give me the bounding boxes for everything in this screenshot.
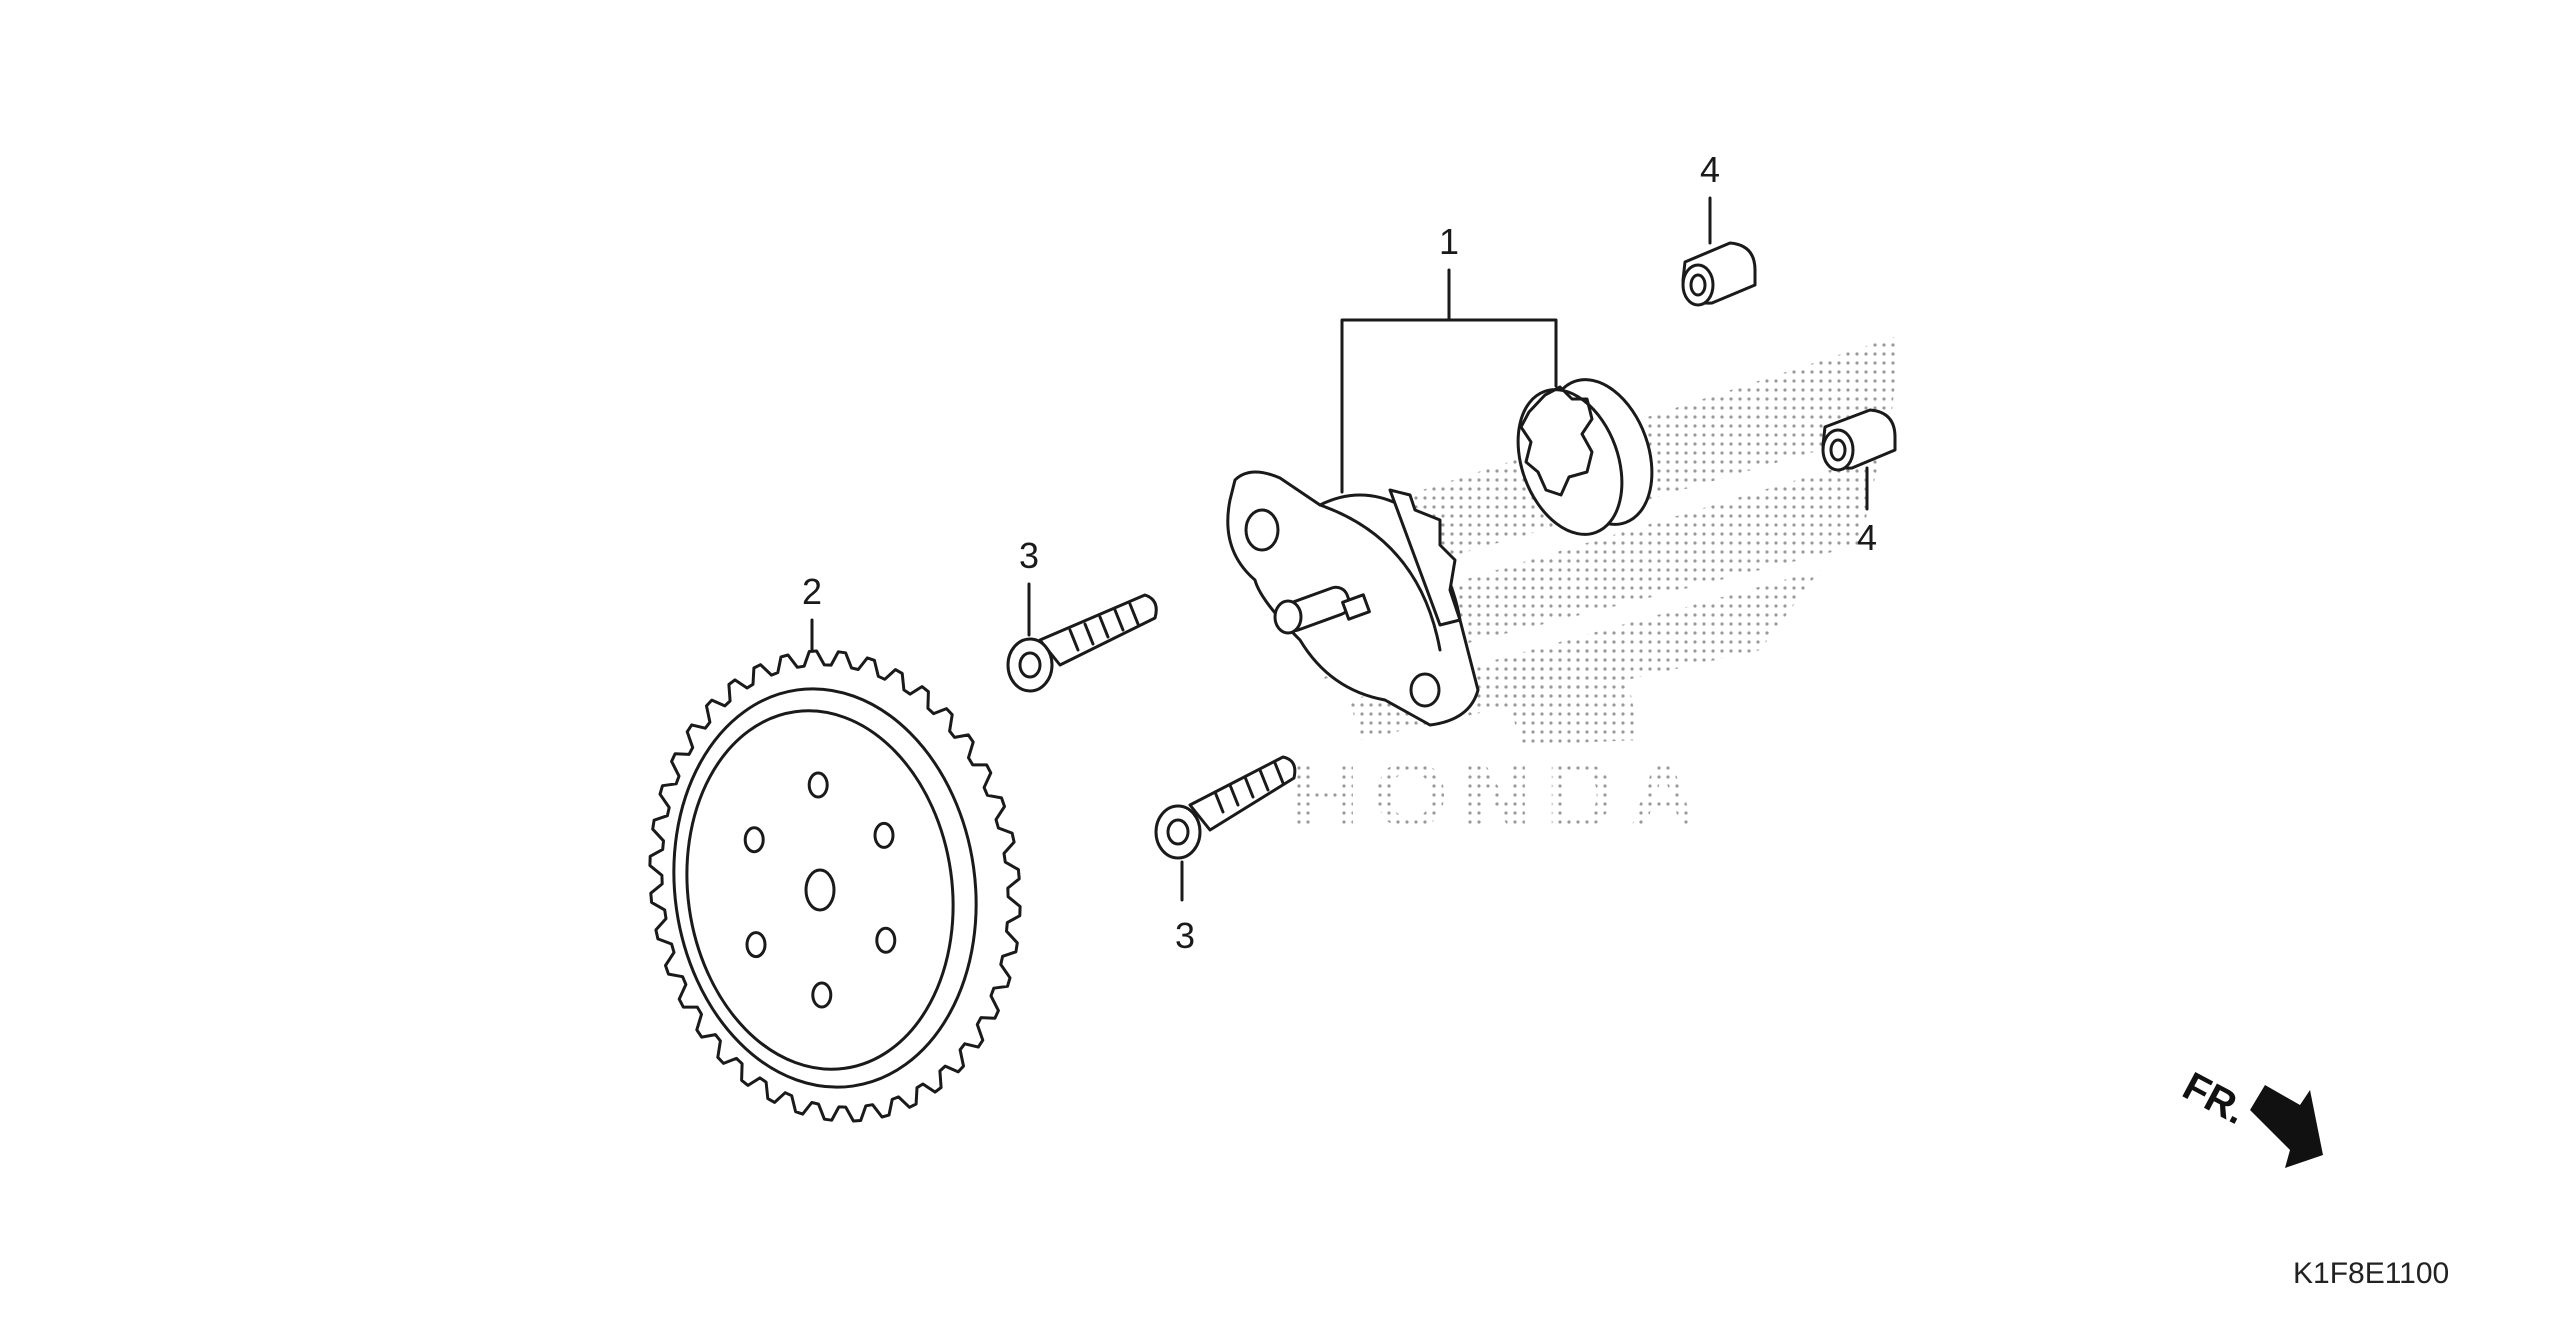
gear-bolt-hole (875, 926, 897, 954)
diagram-code: K1F8E1100 (2293, 1257, 2449, 1290)
pump-outer-rotor[interactable] (1499, 365, 1671, 549)
callout-4-lower[interactable]: 4 (1857, 466, 1877, 558)
callout-3-lower[interactable]: 3 (1175, 860, 1195, 956)
flange-bolt-upper[interactable] (1006, 593, 1158, 693)
gear-bolt-hole (873, 821, 895, 849)
svg-text:3: 3 (1175, 915, 1195, 956)
front-direction-indicator: FR. (2176, 1064, 2323, 1168)
callout-4-upper[interactable]: 4 (1700, 149, 1720, 245)
callout-1[interactable]: 1 (1340, 221, 1558, 494)
svg-text:FR.: FR. (2176, 1064, 2254, 1133)
dowel-pin-upper[interactable] (1681, 241, 1757, 307)
svg-text:4: 4 (1857, 517, 1877, 558)
svg-text:4: 4 (1700, 149, 1720, 190)
oil-pump-driven-gear[interactable] (648, 649, 1022, 1123)
svg-text:2: 2 (802, 571, 822, 612)
gear-bolt-hole (807, 771, 829, 799)
front-arrow-icon (2250, 1085, 2323, 1168)
flange-bolt-lower[interactable] (1154, 755, 1297, 860)
oil-pump-body[interactable] (1226, 470, 1480, 727)
callout-3-upper[interactable]: 3 (1019, 535, 1039, 637)
gear-bolt-hole (743, 826, 765, 854)
dowel-pin-lower[interactable] (1821, 408, 1897, 472)
svg-text:1: 1 (1439, 221, 1459, 262)
gear-bolt-hole (745, 931, 767, 959)
gear-bolt-hole (811, 981, 833, 1009)
svg-text:3: 3 (1019, 535, 1039, 576)
honda-watermark-text: HONDA (1290, 742, 1712, 849)
